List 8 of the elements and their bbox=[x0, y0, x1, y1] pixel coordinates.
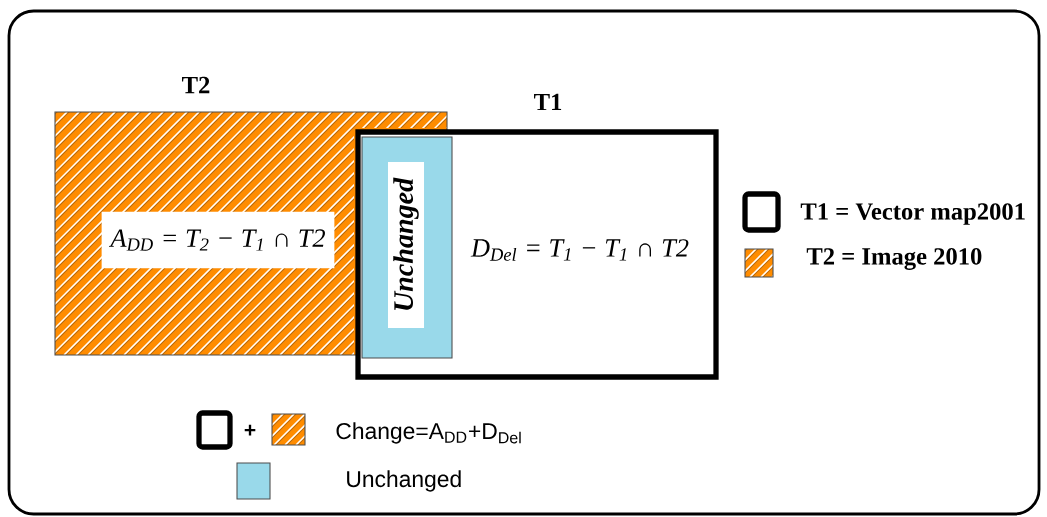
node-label: T1 bbox=[534, 93, 562, 111]
legend-text: T1 = Vector map2001 bbox=[800, 203, 1025, 225]
plus-sign: + bbox=[244, 424, 256, 436]
node-label: T2 bbox=[182, 76, 210, 94]
legend-text: T2 = Image 2010 bbox=[806, 248, 982, 270]
legend-text: Change=A$_{DD}$+D$_{Del}$ bbox=[336, 422, 521, 444]
legend-text: Unchanged bbox=[347, 470, 461, 492]
band: Unchanged bbox=[361, 136, 453, 359]
